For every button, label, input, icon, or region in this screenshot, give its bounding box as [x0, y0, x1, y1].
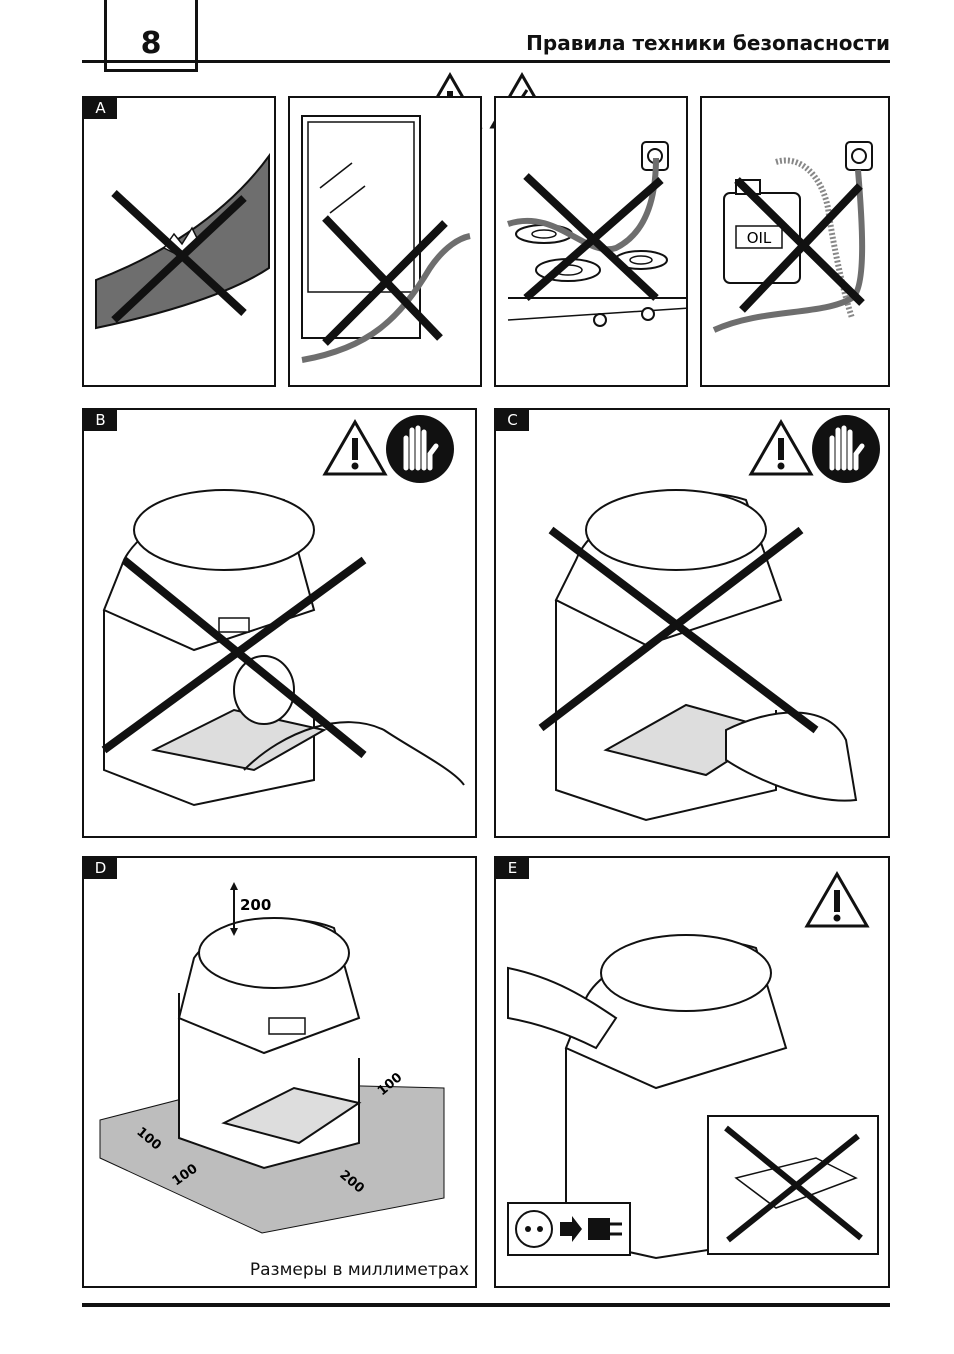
stop-hand-icon	[812, 415, 880, 483]
clearance-dimensions-illustration: 200 100 100 100 200	[99, 882, 445, 1234]
panel-label-e: E	[496, 858, 529, 879]
wet-hands-illustration	[538, 415, 880, 822]
panel-e: E	[494, 856, 890, 1288]
warning-triangle-icon	[804, 870, 870, 928]
panel-a3	[494, 96, 688, 387]
panel-label-b: B	[84, 410, 117, 431]
oil-label: OIL	[747, 229, 772, 247]
cord-on-stove-illustration	[507, 141, 686, 327]
warning-triangle-icon	[322, 418, 388, 476]
warning-triangle-icon	[748, 418, 814, 476]
stop-hand-icon	[386, 415, 454, 483]
cleaning-illustration	[507, 870, 879, 1260]
panel-a4: OIL	[700, 96, 890, 387]
panel-label-a: A	[84, 98, 117, 119]
child-near-machine-illustration	[101, 415, 465, 807]
panel-b: B	[82, 408, 477, 838]
power-plug-icon	[507, 1202, 631, 1256]
panel-a2	[288, 96, 482, 387]
dimensions-caption: Размеры в миллиметрах	[247, 1260, 471, 1280]
page-number: 8	[140, 26, 162, 61]
cord-in-door-illustration	[301, 115, 471, 363]
panel-d: D 200 100 100 100 200 Размеры в миллимет…	[82, 856, 477, 1288]
footer-rule	[82, 1303, 890, 1307]
page-title: Правила техники безопасности	[526, 31, 890, 55]
header-rule	[82, 60, 890, 63]
panel-label-c: C	[496, 410, 529, 431]
panel-label-d: D	[84, 858, 117, 879]
dim-top-label: 200	[240, 896, 271, 914]
cord-oil-illustration: OIL	[712, 141, 873, 333]
panel-a1: A	[82, 96, 276, 387]
damaged-cord-illustration	[95, 152, 270, 330]
prohibited-cross-icon	[111, 190, 247, 316]
panel-c: C	[494, 408, 890, 838]
